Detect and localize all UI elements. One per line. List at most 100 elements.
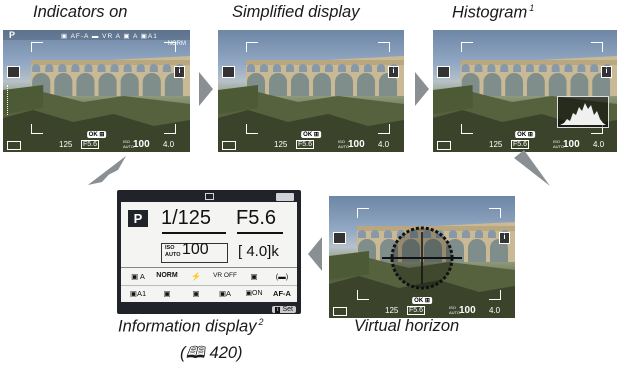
info-setting-r2c6[interactable]: AF-A xyxy=(273,289,291,298)
shutter-speed: 125 xyxy=(274,140,288,149)
af-bracket-bottom-left xyxy=(31,124,43,134)
battery-icon xyxy=(333,307,347,316)
af-bracket-bottom-right xyxy=(164,124,176,134)
info-shots-remaining: [ 4.0]k xyxy=(238,243,279,260)
histogram-box xyxy=(557,96,609,128)
shutter-speed: 125 xyxy=(59,140,73,149)
caption-virtual-horizon: Virtual horizon xyxy=(354,317,460,335)
info-setting-r1c2[interactable]: NORM xyxy=(156,272,178,279)
battery-icon xyxy=(7,141,21,150)
info-iso-value: 100 xyxy=(182,241,209,258)
info-setting-r1c3[interactable]: ⚡ xyxy=(191,272,201,281)
caption-indicators-on: Indicators on xyxy=(33,3,128,21)
iso-label: ISO AUTO xyxy=(449,305,461,315)
info-setting-r2c2[interactable]: ▣ xyxy=(163,289,171,298)
caption-info-text: Information display xyxy=(118,317,257,336)
info-setting-r1c6[interactable]: (▬) xyxy=(275,272,289,281)
ok-button-icon[interactable]: OK ⊞ xyxy=(86,131,107,138)
arrow-right-1-icon xyxy=(199,72,213,106)
af-bracket-bottom-left xyxy=(357,290,369,300)
ok-button-icon[interactable]: OK ⊞ xyxy=(301,131,321,138)
arrow-down-right-icon xyxy=(514,150,550,186)
arrow-left-icon xyxy=(308,237,322,271)
info-setting-r1c4[interactable]: VR OFF xyxy=(213,272,237,279)
left-side-icons xyxy=(7,85,18,115)
iso-label: ISO AUTO xyxy=(338,139,350,149)
info-shutter: 1/125 xyxy=(161,207,212,229)
caption-information-ref: (🕮 420) xyxy=(180,344,243,362)
info-iso-box xyxy=(161,243,228,263)
af-bracket-bottom-right xyxy=(489,290,501,300)
shots-remaining: 4.0 xyxy=(593,140,605,149)
af-bracket-bottom-left xyxy=(246,124,258,134)
information-display-panel[interactable]: P 1/125 F5.6 ISO AUTO 100 [ 4.0]k ▣ A NO… xyxy=(117,190,301,314)
info-i-icon: i xyxy=(174,66,185,78)
af-bracket-top-right xyxy=(591,42,603,52)
caption-simplified-display: Simplified display xyxy=(232,3,360,21)
arrow-up-right-icon xyxy=(88,156,126,185)
info-setting-r2c5[interactable]: ▣ON xyxy=(245,290,263,297)
bridge-photo xyxy=(3,56,190,152)
aperture-value: F5.6 xyxy=(296,140,315,149)
af-bracket-top-left xyxy=(31,42,43,52)
info-i-icon: i xyxy=(388,66,399,78)
norm-indicator: NORM xyxy=(167,41,186,47)
shutter-speed: 125 xyxy=(385,306,399,315)
af-bracket-top-right xyxy=(378,42,390,52)
iso-value: 100 xyxy=(348,139,365,150)
af-bracket-bottom-right xyxy=(378,124,390,134)
top-indicators-row: P▣ AF-A ▬ VR A ▣ A ▣A1 xyxy=(3,30,190,40)
scene-mode-icon xyxy=(222,66,235,78)
caption-histogram-text: Histogram xyxy=(452,3,528,22)
info-setting-r2c3[interactable]: ▣ xyxy=(192,289,200,298)
ok-button-icon[interactable]: OK ⊞ xyxy=(412,297,432,304)
battery-icon xyxy=(437,141,451,150)
mode-indicator: P xyxy=(9,30,16,40)
af-bracket-bottom-right xyxy=(591,124,603,134)
info-setting-r1c1[interactable]: ▣ A xyxy=(131,272,145,281)
iso-value: 100 xyxy=(133,139,150,150)
virtual-horizon-gauge xyxy=(382,226,462,290)
histogram-graph xyxy=(560,103,606,125)
info-shutter-underline xyxy=(162,232,226,234)
info-setting-r2c4[interactable]: ▣A xyxy=(218,289,232,298)
iso-label: ISO AUTO xyxy=(553,139,565,149)
aperture-value: F5.6 xyxy=(81,140,100,149)
ok-button-icon[interactable]: OK ⊞ xyxy=(515,131,535,138)
iso-label: ISO AUTO xyxy=(123,139,135,149)
info-iso-label: ISO AUTO xyxy=(165,245,181,258)
info-row-divider xyxy=(121,285,297,286)
caption-info-note: 2 xyxy=(258,317,264,327)
battery-icon xyxy=(222,141,236,150)
iso-value: 100 xyxy=(459,305,476,316)
shutter-speed: 125 xyxy=(489,140,503,149)
info-panel-body: P 1/125 F5.6 ISO AUTO 100 [ 4.0]k ▣ A NO… xyxy=(121,202,297,302)
info-i-icon: i xyxy=(275,307,281,313)
info-settings-grid: ▣ A NORM ⚡ VR OFF ▣ (▬) ▣A1 ▣ ▣ ▣A ▣ON A… xyxy=(121,267,297,303)
scene-mode-icon xyxy=(7,66,20,78)
af-bracket-top-right xyxy=(489,208,501,218)
iso-value: 100 xyxy=(563,139,580,150)
af-bracket-top-left xyxy=(357,208,369,218)
info-top-icon xyxy=(205,193,214,200)
info-i-icon: i xyxy=(499,232,510,244)
info-setting-r2c1[interactable]: ▣A1 xyxy=(129,289,147,298)
scene-mode-icon xyxy=(333,232,346,244)
info-setting-r1c5[interactable]: ▣ xyxy=(250,272,258,281)
arrow-right-2-icon xyxy=(415,72,429,106)
af-bracket-top-left xyxy=(246,42,258,52)
scene-mode-icon xyxy=(437,66,450,78)
shots-remaining: 4.0 xyxy=(163,140,175,149)
af-bracket-top-right xyxy=(164,42,176,52)
